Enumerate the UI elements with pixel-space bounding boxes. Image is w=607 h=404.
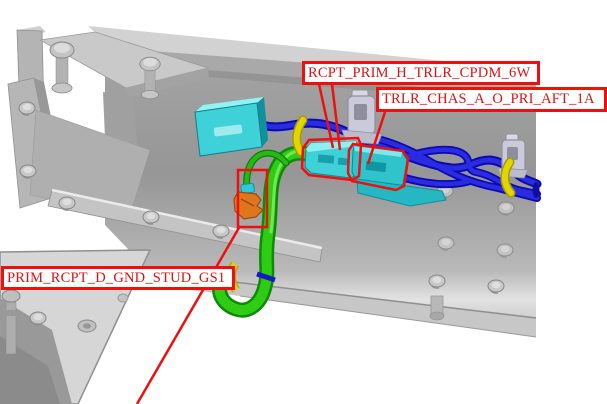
cable-band [256, 271, 276, 283]
cable-end [532, 182, 540, 198]
hex-bolt-icon [49, 41, 75, 94]
callout-text: PRIM_RCPT_D_GND_STUD_GS1 [7, 269, 226, 286]
callout-text: TRLR_CHAS_A_O_PRI_AFT_1A [382, 91, 595, 107]
cross-member [7, 26, 210, 216]
highlight-outline [236, 168, 269, 229]
cable-tie[interactable] [292, 115, 308, 157]
cable-tie[interactable] [500, 157, 516, 198]
chassis-bolts [1, 41, 515, 355]
cpdm-connector-pair[interactable] [304, 140, 447, 207]
harness-clip[interactable] [341, 89, 383, 145]
inline-connector[interactable] [194, 97, 268, 157]
callout-text: RCPT_PRIM_H_TRLR_CPDM_6W [308, 64, 531, 81]
highlight-outline [346, 142, 410, 192]
callout-leaders [135, 83, 410, 404]
flange-bracket [47, 188, 323, 263]
highlight-outline [300, 136, 363, 182]
ground-stud-terminal[interactable] [233, 149, 290, 220]
callout-label-ground-stud[interactable]: PRIM_RCPT_D_GND_STUD_GS1 [1, 266, 235, 290]
hex-bolt-icon [139, 56, 161, 100]
callout-label-aft-harness[interactable]: TRLR_CHAS_A_O_PRI_AFT_1A [376, 87, 607, 112]
callout-label-cpdm[interactable]: RCPT_PRIM_H_TRLR_CPDM_6W [302, 61, 540, 85]
